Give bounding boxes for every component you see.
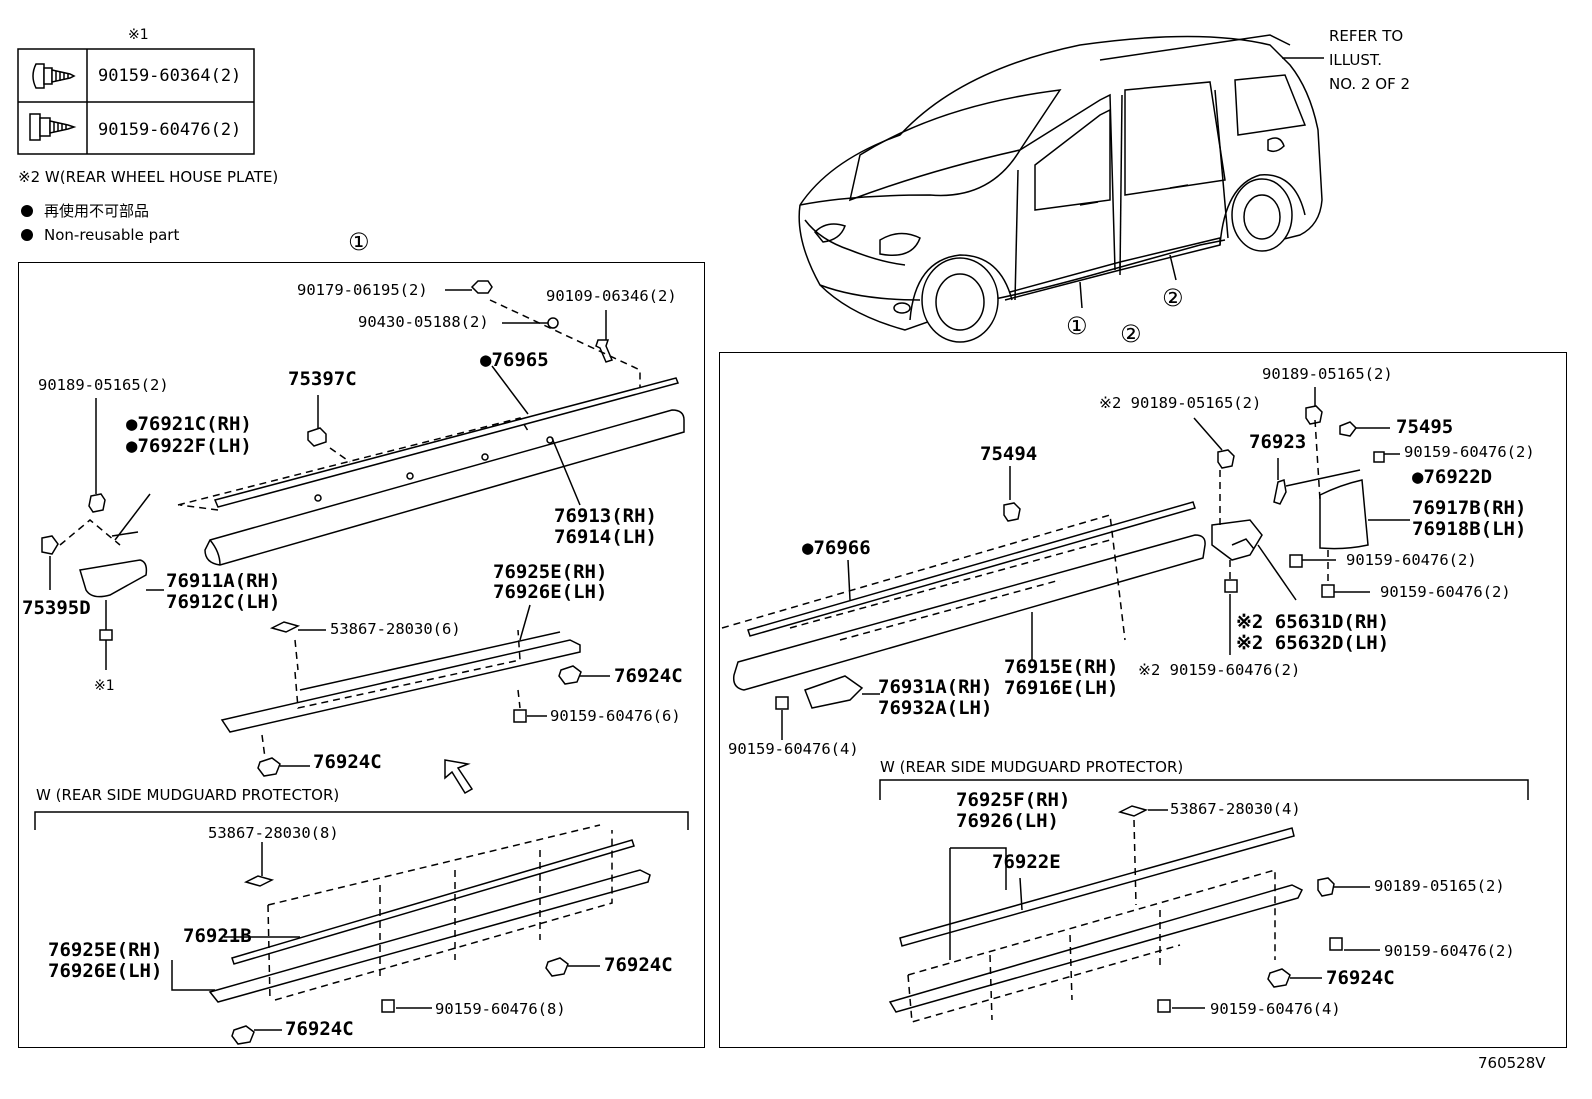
label-76922d: ●76922D [1412, 466, 1493, 488]
label-90159-g: 90159-60476(4) [1210, 1000, 1341, 1018]
label-76966: ●76966 [802, 537, 871, 559]
label-90159-8: 90159-60476(8) [435, 1000, 566, 1018]
refer-line-3: NO. 2 OF 2 [1329, 75, 1411, 93]
label-90430: 90430-05188(2) [358, 313, 489, 331]
label-75395d: 75395D [22, 597, 91, 619]
label-76924c-1: 76924C [614, 665, 683, 687]
label-76932a: 76932A(LH) [878, 697, 993, 719]
footer-code: 760528V [1478, 1054, 1546, 1072]
label-76915e: 76915E(RH) [1004, 656, 1119, 678]
marker-1-car: ① [1066, 312, 1088, 340]
label-76921b: 76921B [183, 925, 252, 947]
label-90159-6: 90159-60476(6) [550, 707, 681, 725]
refer-line-1: REFER TO [1329, 27, 1404, 45]
label-76926e-sub: 76926E(LH) [48, 960, 163, 982]
panel-2-frame [719, 352, 1567, 1048]
label-53867-6: 53867-28030(6) [330, 620, 461, 638]
panel1-drawing [34, 280, 689, 1045]
label-75397c: 75397C [288, 368, 357, 390]
label-90159-d: ※2 90159-60476(2) [1138, 661, 1301, 679]
label-90159-b: 90159-60476(2) [1346, 551, 1477, 569]
refer-line-2: ILLUST. [1329, 51, 1383, 69]
label-76913: 76913(RH) [554, 505, 657, 527]
label-76925f: 76925F(RH) [956, 789, 1071, 811]
panel-1-frame [18, 262, 705, 1048]
panel2-drawing [721, 387, 1529, 1023]
label-90159-f: 90159-60476(2) [1384, 942, 1515, 960]
flange-bolt-icon [29, 113, 77, 141]
label-90189-left: 90189-05165(2) [38, 376, 169, 394]
label-76965: ●76965 [480, 349, 549, 371]
marker-2-panel: ② [1120, 320, 1142, 348]
label-76911a: 76911A(RH) [166, 570, 281, 592]
label-53867-8: 53867-28030(8) [208, 824, 339, 842]
label-76918b: 76918B(LH) [1412, 518, 1527, 540]
label-90189-c: 90189-05165(2) [1374, 877, 1505, 895]
label-76925e-sub: 76925E(RH) [48, 939, 163, 961]
label-76924c-4: 76924C [285, 1018, 354, 1040]
label-90159-e: 90159-60476(4) [728, 740, 859, 758]
legend-header: ※1 [128, 27, 149, 43]
label-76917b: 76917B(RH) [1412, 497, 1527, 519]
label-76924c-5: 76924C [1326, 967, 1395, 989]
label-76914: 76914(LH) [554, 526, 657, 548]
label-90109: 90109-06346(2) [546, 287, 677, 305]
label-75495: 75495 [1396, 416, 1454, 438]
label-76925e: 76925E(RH) [493, 561, 608, 583]
label-76926e: 76926E(LH) [493, 581, 608, 603]
label-90159-c: 90159-60476(2) [1380, 583, 1511, 601]
label-76924c-2: 76924C [313, 751, 382, 773]
label-76922f: ●76922F(LH) [126, 435, 252, 457]
label-76912c: 76912C(LH) [166, 591, 281, 613]
label-76922e: 76922E [992, 851, 1061, 873]
label-90189-a: 90189-05165(2) [1262, 365, 1393, 383]
non-reusable-jp: 再使用不可部品 [44, 202, 150, 220]
label-76924c-3: 76924C [604, 954, 673, 976]
screw-icon [32, 63, 76, 89]
label-76921c: ●76921C(RH) [126, 413, 252, 435]
label-76931a: 76931A(RH) [878, 676, 993, 698]
non-reusable-en: Non-reusable part [44, 226, 180, 244]
marker-1-panel: ① [348, 228, 370, 256]
label-53867-4: 53867-28030(4) [1170, 800, 1301, 818]
panel1-subtitle: W (REAR SIDE MUDGUARD PROTECTOR) [36, 786, 340, 804]
marker-2-car: ② [1162, 284, 1184, 312]
label-76916e: 76916E(LH) [1004, 677, 1119, 699]
note-2: ※2 W(REAR WHEEL HOUSE PLATE) [18, 168, 279, 186]
bullet-dot [21, 229, 33, 241]
label-65632d: ※2 65632D(LH) [1236, 632, 1390, 654]
label-65631d: ※2 65631D(RH) [1236, 611, 1390, 633]
label-90189-b: ※2 90189-05165(2) [1099, 394, 1262, 412]
bullet-dot [21, 205, 33, 217]
label-ref1: ※1 [94, 678, 115, 694]
legend-table-grid [17, 48, 255, 155]
legend-part-2: 90159-60476(2) [98, 120, 242, 140]
vehicle-illustration [798, 34, 1324, 343]
label-90159-a: 90159-60476(2) [1404, 443, 1535, 461]
label-76923: 76923 [1249, 431, 1307, 453]
panel2-subtitle: W (REAR SIDE MUDGUARD PROTECTOR) [880, 758, 1184, 776]
label-76926: 76926(LH) [956, 810, 1059, 832]
label-90179: 90179-06195(2) [297, 281, 428, 299]
legend-part-1: 90159-60364(2) [98, 66, 242, 86]
label-75494: 75494 [980, 443, 1038, 465]
